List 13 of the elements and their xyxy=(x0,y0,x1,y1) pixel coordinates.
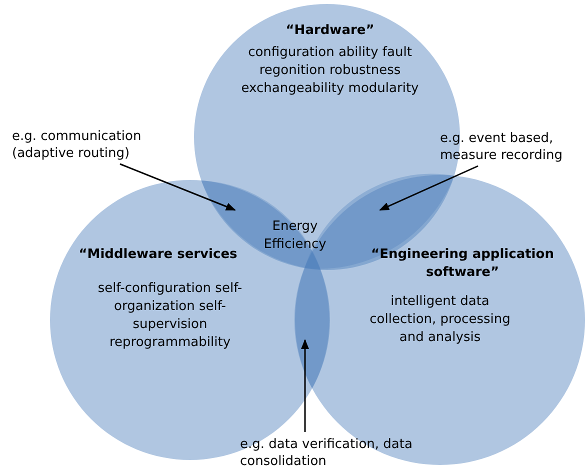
callout-text: e.g. event based, measure recording xyxy=(440,130,588,164)
circle-heading: “Middleware services xyxy=(78,246,238,264)
leader-arrow xyxy=(120,163,236,211)
callout-text: e.g. data verification, data consolidation xyxy=(240,436,415,470)
circle-text: configuration ability fault regonition robustness exchangeability modularity xyxy=(240,44,420,98)
circle-text: self-configuration self-organization self-supervision reprogrammability xyxy=(96,280,244,352)
leader-arrow xyxy=(301,339,309,432)
circle-heading: “Engineering application software” xyxy=(370,246,555,282)
center-label: Energy Efficiency xyxy=(262,218,328,254)
callout-text: e.g. communication (adaptive routing) xyxy=(12,128,187,162)
circle-heading: “Hardware” xyxy=(284,22,376,40)
circle-text: intelligent data collection, processing and analysis xyxy=(368,293,512,347)
leader-arrow xyxy=(379,165,478,211)
